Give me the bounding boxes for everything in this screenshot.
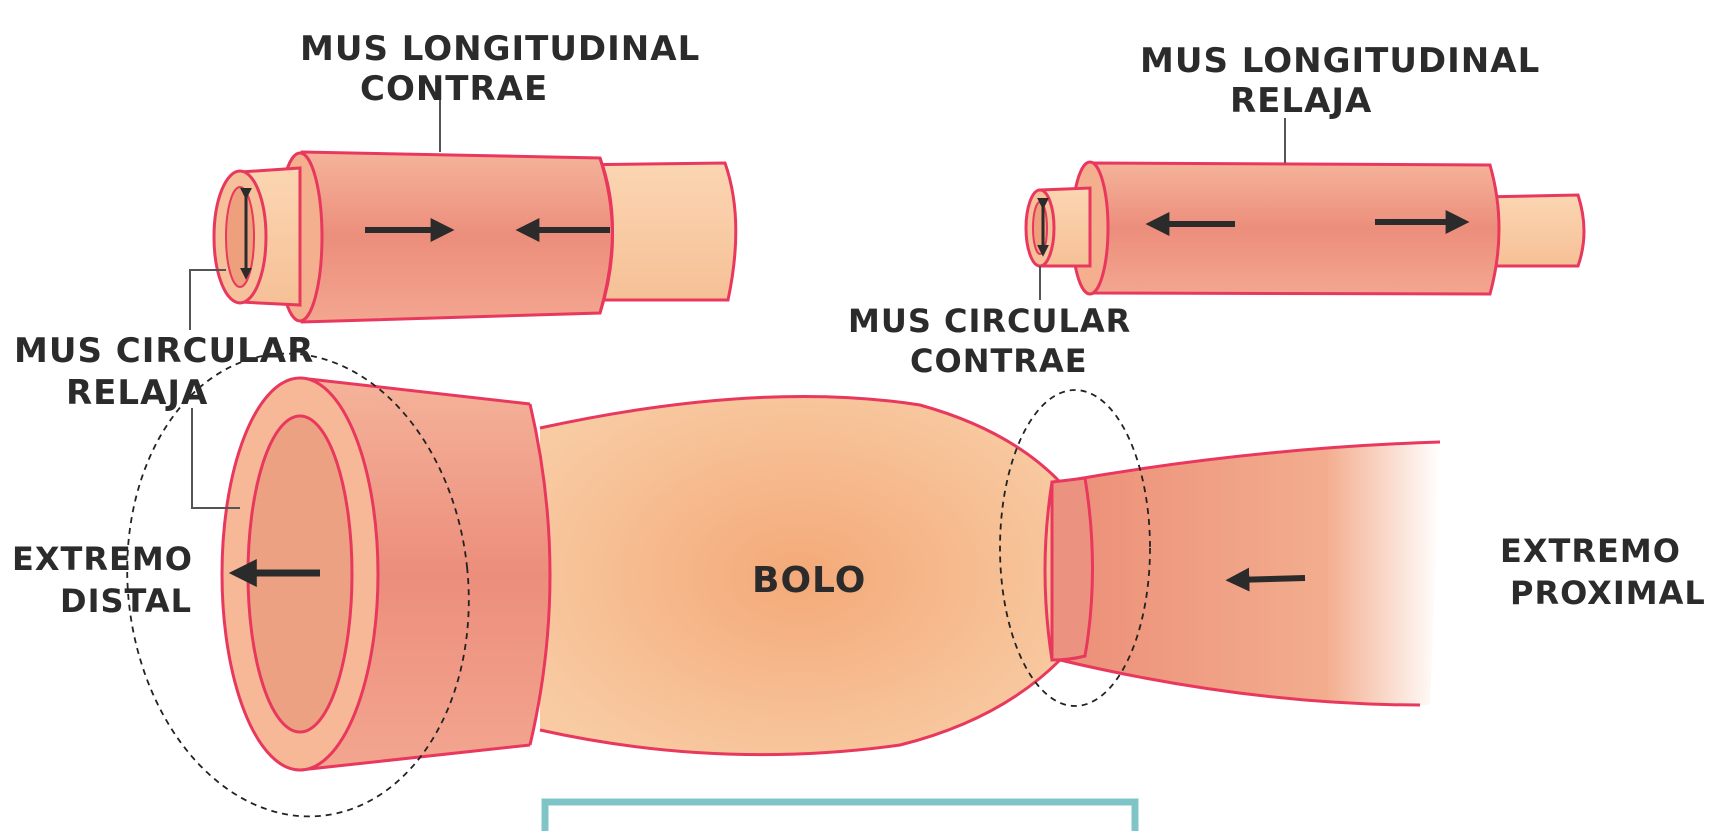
arrow-left-icon [1235, 578, 1305, 580]
svg-text:MUS LONGITUDINAL: MUS LONGITUDINAL [1140, 41, 1540, 81]
label-proximal: EXTREMO PROXIMAL [1500, 532, 1706, 612]
label-distal: EXTREMO DISTAL [12, 540, 193, 620]
svg-text:MUS CIRCULAR: MUS CIRCULAR [848, 302, 1131, 340]
svg-text:RELAJA: RELAJA [66, 373, 208, 413]
top-right-segment [1026, 118, 1584, 300]
top-left-segment [190, 100, 736, 330]
svg-text:DISTAL: DISTAL [60, 582, 192, 620]
label-top-left: MUS LONGITUDINAL CONTRAE [300, 29, 700, 109]
label-bolus: BOLO [752, 560, 866, 601]
label-circular-right: MUS CIRCULAR CONTRAE [848, 302, 1131, 380]
caption-frame [545, 802, 1135, 831]
svg-text:RELAJA: RELAJA [1230, 81, 1372, 121]
svg-text:EXTREMO: EXTREMO [1500, 532, 1681, 570]
svg-text:MUS LONGITUDINAL: MUS LONGITUDINAL [300, 29, 700, 69]
svg-text:PROXIMAL: PROXIMAL [1510, 574, 1706, 612]
svg-text:CONTRAE: CONTRAE [910, 342, 1088, 380]
svg-text:MUS CIRCULAR: MUS CIRCULAR [14, 331, 314, 371]
svg-text:CONTRAE: CONTRAE [360, 69, 548, 109]
label-top-right: MUS LONGITUDINAL RELAJA [1140, 41, 1540, 121]
svg-text:EXTREMO: EXTREMO [12, 540, 193, 578]
